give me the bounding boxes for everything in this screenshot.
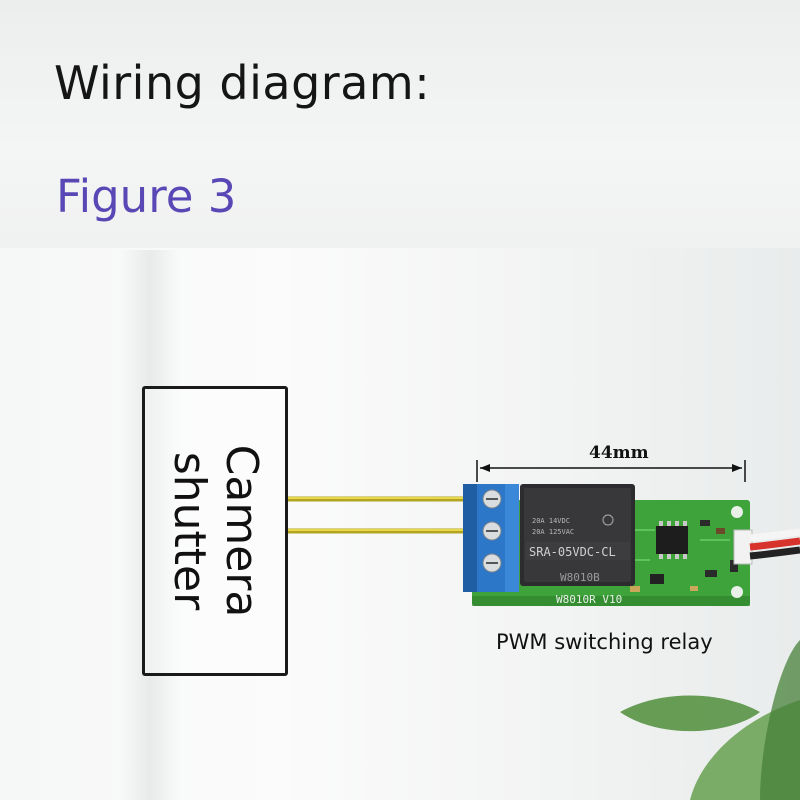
relay-model: SRA-05VDC-CL xyxy=(529,545,616,559)
smd-component xyxy=(730,560,738,572)
figure-label: Figure 3 xyxy=(56,170,237,223)
ic-chip xyxy=(656,526,688,554)
smd-component xyxy=(705,570,717,577)
board-marking-2: W8010R V10 xyxy=(556,593,622,606)
output-cable-white xyxy=(749,528,800,542)
wiring-diagram-heading: Wiring diagram: xyxy=(54,56,431,110)
relay-caption: PWM switching relay xyxy=(496,630,713,654)
smd-component xyxy=(690,586,698,591)
output-cable-red xyxy=(749,537,800,551)
smd-component xyxy=(630,586,640,592)
terminal-screw xyxy=(482,553,502,573)
relay-rating-2: 20A 125VAC xyxy=(532,528,574,536)
relay-certification-mark xyxy=(602,514,614,526)
background-blur xyxy=(120,250,180,800)
terminal-screw xyxy=(482,489,502,509)
smd-component xyxy=(650,574,664,584)
output-cable-black xyxy=(749,546,800,560)
dimension-arrow-left xyxy=(480,464,490,472)
relay-rating-1: 20A 14VDC xyxy=(532,517,570,525)
leaf-shape xyxy=(760,640,800,800)
terminal-screw xyxy=(482,521,502,541)
connector-header xyxy=(733,529,753,565)
leaf-shape xyxy=(620,695,760,732)
top-background xyxy=(0,0,800,248)
dimension-label: 44mm xyxy=(589,443,649,463)
camera-shutter-box xyxy=(142,386,288,676)
board-mount-hole xyxy=(731,506,743,518)
relay-label-bar xyxy=(526,542,630,560)
smd-component xyxy=(716,528,725,534)
board-marking-1: W8010B xyxy=(560,571,600,584)
board-mount-hole xyxy=(731,586,743,598)
smd-component xyxy=(700,520,710,526)
dimension-arrow-right xyxy=(732,464,742,472)
